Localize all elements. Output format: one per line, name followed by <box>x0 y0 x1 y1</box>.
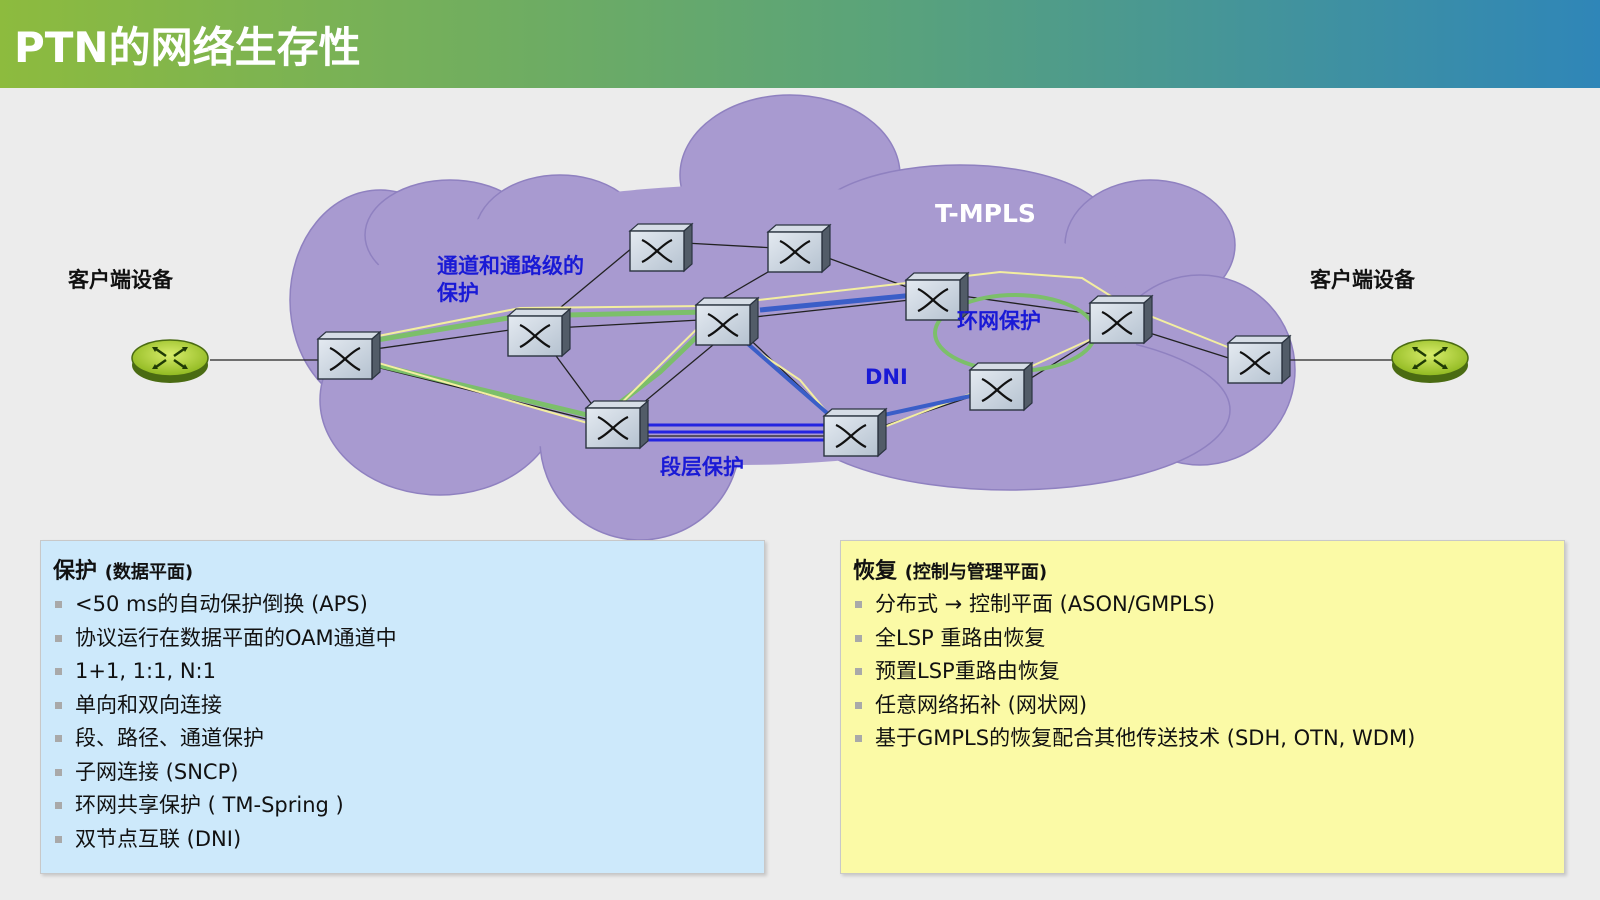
bullet-icon <box>55 701 62 709</box>
list-item: 协议运行在数据平面的OAM通道中 <box>55 623 397 657</box>
t-mpls-cloud <box>289 94 1296 540</box>
cloud-label: T-MPLS <box>935 199 1036 228</box>
blue-path-upper <box>759 292 916 313</box>
bullet-icon <box>855 634 862 642</box>
list-item: 基于GMPLS的恢复配合其他传送技术 (SDH, OTN, WDM) <box>855 723 1415 757</box>
cross-connect-switch-icon <box>822 407 888 458</box>
list-item: 任意网络拓补 (网状网) <box>855 690 1415 724</box>
protection-heading: 保护 (数据平面) <box>53 553 193 585</box>
restoration-heading: 恢复 (控制与管理平面) <box>853 553 1047 585</box>
list-item: 全LSP 重路由恢复 <box>855 623 1415 657</box>
protection-panel: 保护 (数据平面) <50 ms的自动保护倒换 (APS) 协议运行在数据平面的… <box>40 540 765 874</box>
bullet-icon <box>855 668 862 675</box>
restoration-panel: 恢复 (控制与管理平面) 分布式 → 控制平面 (ASON/GMPLS) 全LS… <box>840 540 1565 874</box>
cross-connect-switch-icon <box>968 361 1034 412</box>
path-protection-label-line2: 保护 <box>436 281 479 305</box>
list-item: 段、路径、通道保护 <box>55 723 397 757</box>
slide-title: PTN的网络生存性 <box>14 23 361 72</box>
protection-heading-title: 保护 <box>53 559 98 584</box>
bullet-icon <box>55 668 62 675</box>
network-diagram: T-MPLS 客户端设备 客户端设备 通道和通路级的 保护 环网保护 DNI 段… <box>68 94 1469 540</box>
list-item: 子网连接 (SNCP) <box>55 757 397 791</box>
ring-protection-label: 环网保护 <box>957 309 1041 333</box>
bullet-icon <box>55 634 62 642</box>
cross-connect-switch-icon <box>584 399 650 450</box>
list-item: 预置LSP重路由恢复 <box>855 656 1415 690</box>
section-protection-label: 段层保护 <box>660 455 744 479</box>
dni-label: DNI <box>865 365 908 389</box>
protection-heading-sub: (数据平面) <box>104 562 194 583</box>
cross-connect-switch-icon <box>1088 294 1154 345</box>
list-item: 环网共享保护 ( TM-Spring ) <box>55 790 397 824</box>
cross-connect-switch-icon <box>1226 334 1292 385</box>
client-router-icon <box>1391 339 1469 383</box>
list-item: 双节点互联 (DNI) <box>55 824 397 858</box>
cross-connect-switch-icon <box>316 330 382 381</box>
bullet-icon <box>855 735 862 742</box>
bullet-icon <box>855 701 862 709</box>
cross-connect-switch-icon <box>694 296 760 347</box>
protection-list: <50 ms的自动保护倒换 (APS) 协议运行在数据平面的OAM通道中 1+1… <box>55 589 397 857</box>
client-left-label: 客户端设备 <box>68 268 174 292</box>
restoration-heading-sub: (控制与管理平面) <box>904 562 1048 583</box>
restoration-list: 分布式 → 控制平面 (ASON/GMPLS) 全LSP 重路由恢复 预置LSP… <box>855 589 1415 757</box>
client-right-label: 客户端设备 <box>1310 268 1416 292</box>
bullet-icon <box>55 802 62 809</box>
bullet-icon <box>55 601 62 608</box>
list-item: <50 ms的自动保护倒换 (APS) <box>55 589 397 623</box>
list-item: 1+1, 1:1, N:1 <box>55 656 397 690</box>
bullet-icon <box>55 735 62 742</box>
cross-connect-switch-icon <box>628 222 694 273</box>
list-item: 分布式 → 控制平面 (ASON/GMPLS) <box>855 589 1415 623</box>
client-router-icon <box>131 339 209 383</box>
restoration-heading-title: 恢复 <box>853 559 898 584</box>
cross-connect-switch-icon <box>506 307 572 358</box>
cross-connect-switch-icon <box>766 223 832 274</box>
path-protection-label-line1: 通道和通路级的 <box>437 254 584 278</box>
list-item: 单向和双向连接 <box>55 690 397 724</box>
bullet-icon <box>55 835 62 843</box>
title-bar: PTN的网络生存性 <box>0 0 1600 88</box>
bullet-icon <box>855 601 862 608</box>
section-protection-lines <box>640 423 835 442</box>
bullet-icon <box>55 768 62 776</box>
